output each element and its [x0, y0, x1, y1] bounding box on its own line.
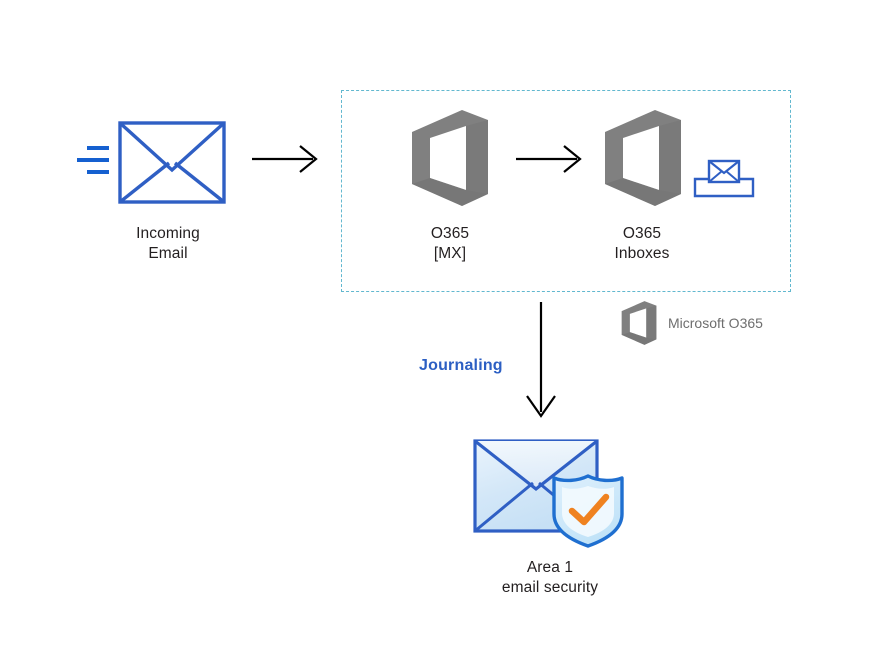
arrow-right-icon-mx-to-inboxes	[516, 143, 588, 175]
arrow-right-icon-incoming-to-mx	[252, 143, 324, 175]
legend-microsoft-o365-label: Microsoft O365	[668, 315, 763, 331]
o365-inboxes-label: O365 Inboxes	[614, 225, 670, 262]
office365-logo-icon-inboxes	[597, 108, 689, 208]
envelope-shield-check-icon	[466, 432, 636, 548]
envelope-outline-icon	[118, 121, 226, 204]
incoming-email-icon	[70, 115, 230, 210]
check-icon	[568, 493, 610, 526]
office365-logo-icon-mx	[404, 108, 496, 208]
arrow-down-icon-journaling	[522, 302, 560, 422]
o365-mx-label: O365 [MX]	[430, 225, 470, 262]
microsoft-o365-boundary	[341, 90, 791, 292]
incoming-email-label: Incoming Email	[136, 225, 200, 262]
speed-lines-icon	[77, 146, 109, 174]
area1-email-security-label: Area 1 email security	[501, 559, 599, 596]
inbox-tray-envelope-icon	[692, 156, 756, 202]
office365-logo-icon-legend	[618, 300, 660, 346]
journaling-edge-label: Journaling	[419, 357, 503, 374]
